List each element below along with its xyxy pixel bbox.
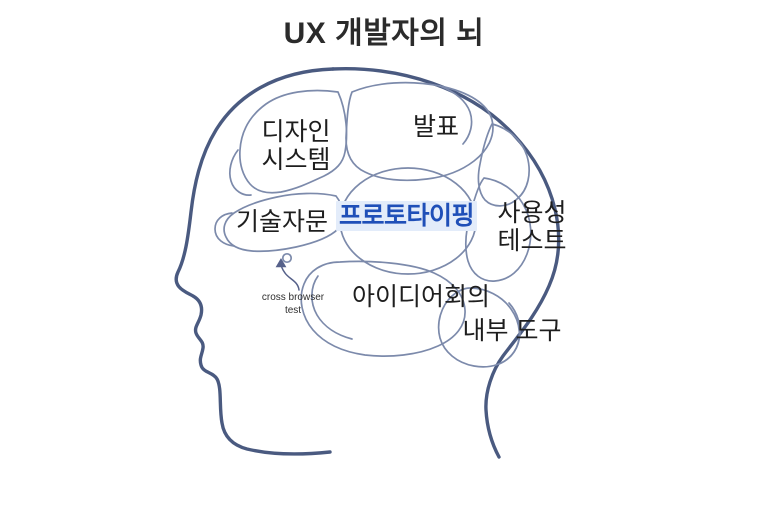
region-label-usability-test: 사용성 테스트 <box>497 199 567 255</box>
region-shape-top-right <box>477 123 530 207</box>
region-label-tech-advice: 기술자문 <box>235 208 328 236</box>
region-label-design-system: 디자인 시스템 <box>261 118 331 174</box>
cross-browser-arrowhead <box>275 258 287 268</box>
cross-browser-leader-line <box>280 262 300 291</box>
region-shape-cross-browser <box>281 252 293 264</box>
region-label-ideation: 아이디어회의 <box>351 283 490 311</box>
region-label-presentation: 발표 <box>412 113 459 141</box>
region-label-internal-tool: 내부 도구 <box>462 317 562 345</box>
page-title: UX 개발자의 뇌 <box>283 17 485 50</box>
region-label-prototyping: 프로토타이핑 <box>336 201 478 231</box>
region-label-cross-browser-test: cross browser test <box>261 292 325 316</box>
